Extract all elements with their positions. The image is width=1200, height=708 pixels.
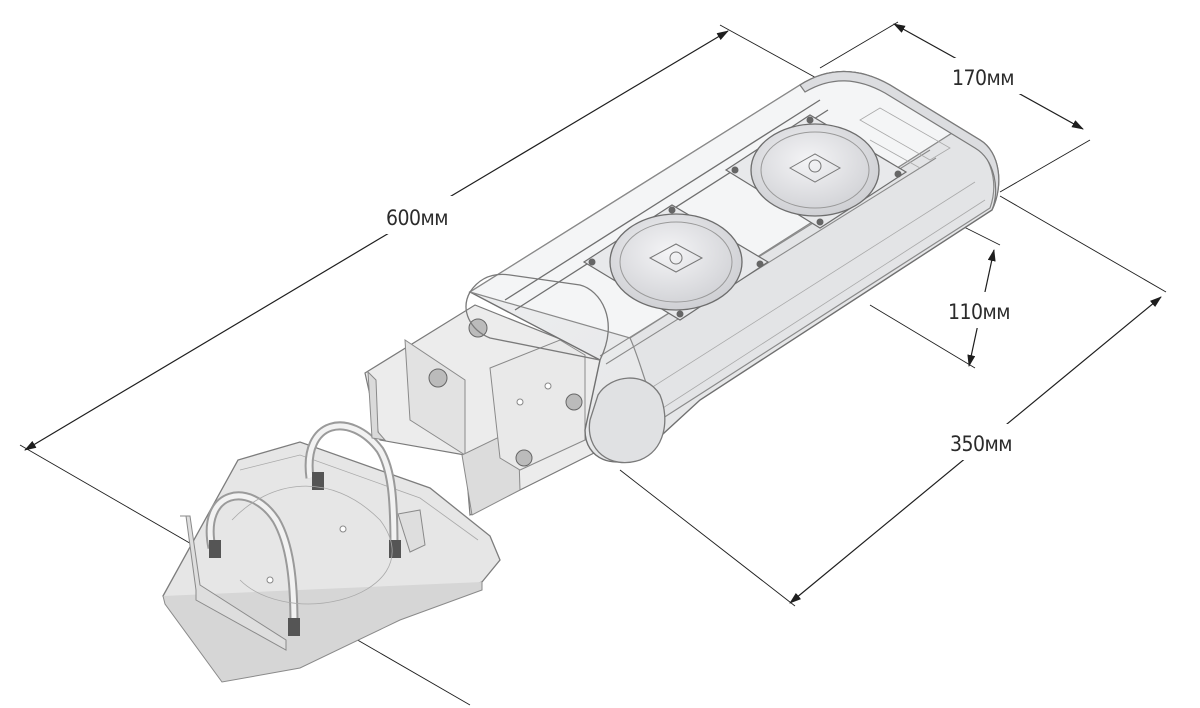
pole-outline — [231, 485, 393, 605]
dimension-label-350: 350мм — [950, 432, 1012, 456]
dimension-label-600: 600мм — [386, 206, 448, 230]
dimension-label-170: 170мм — [952, 66, 1014, 90]
lens-module-2 — [724, 114, 908, 229]
dimension-label-110: 110мм — [948, 300, 1010, 324]
u-bolt-clamp-front — [205, 491, 300, 636]
lens-module-1 — [582, 204, 770, 321]
mounting-plate — [162, 441, 501, 683]
driver-compartment — [859, 107, 951, 169]
dimension-600: 600мм — [19, 24, 821, 706]
bracket-arm — [364, 304, 601, 516]
dimension-350: 350мм — [619, 195, 1167, 607]
dimension-170: 170мм — [819, 21, 1091, 193]
